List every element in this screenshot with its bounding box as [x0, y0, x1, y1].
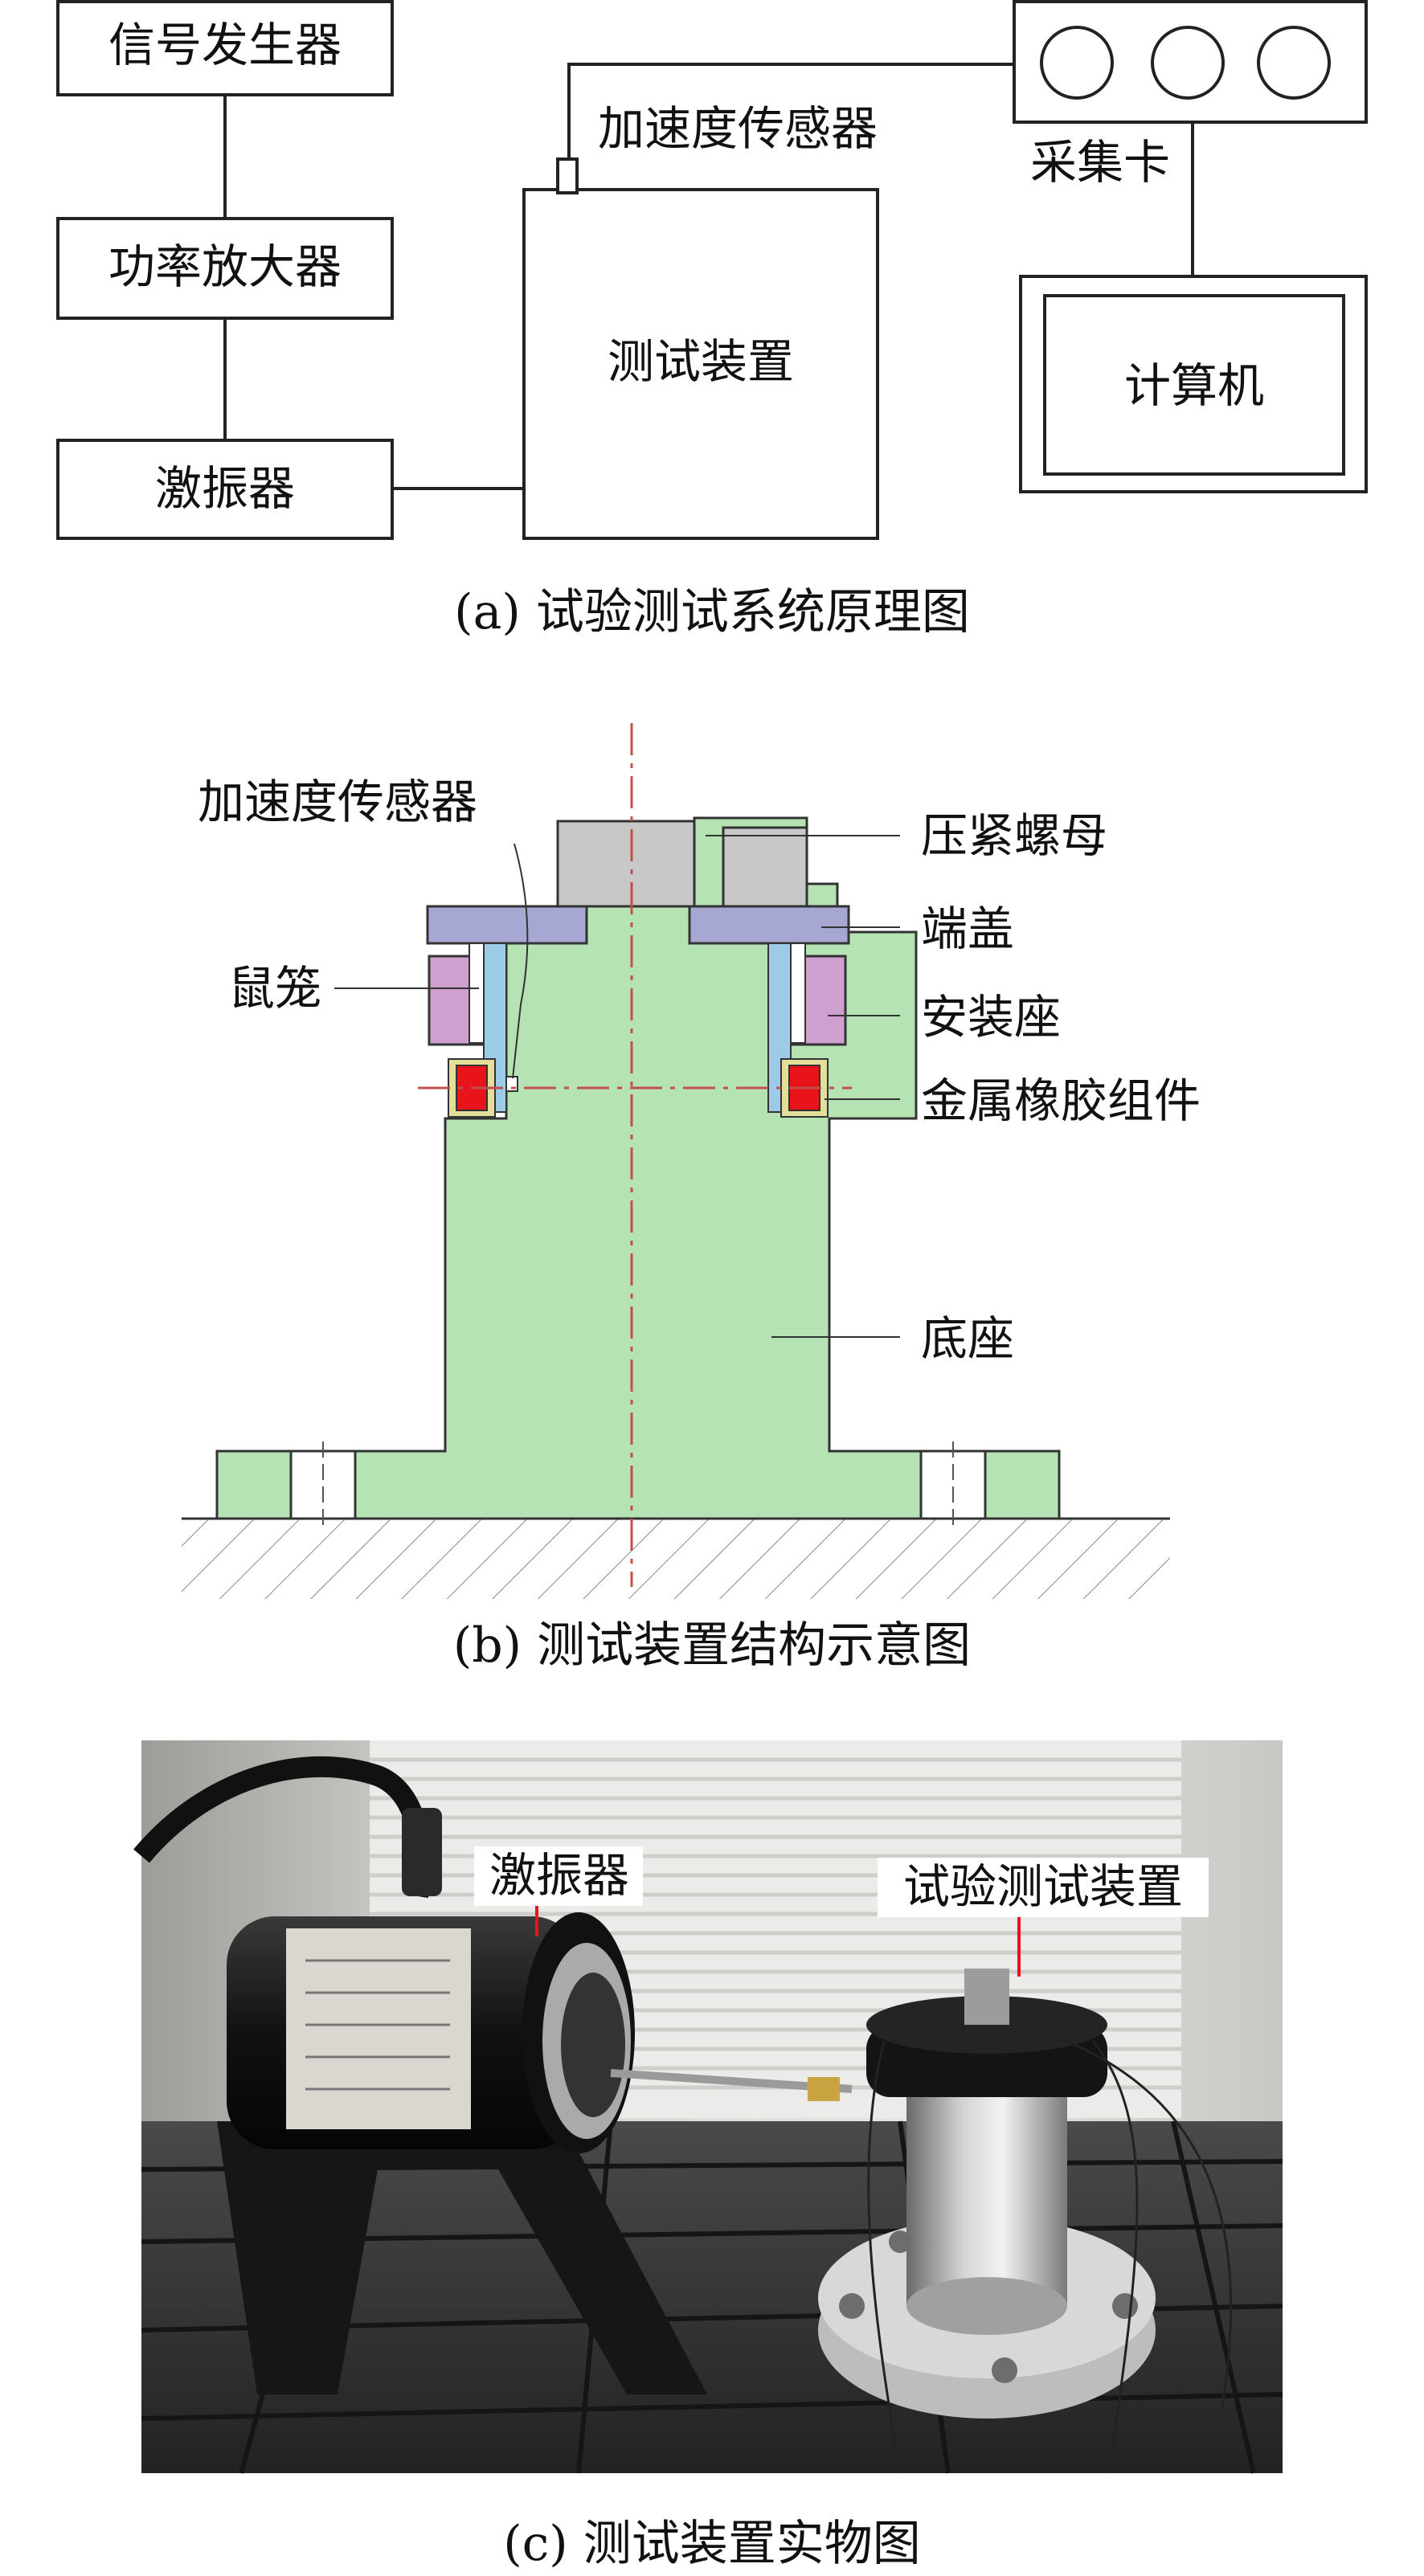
label-test-device: 测试装置 [608, 334, 794, 389]
caption-b: (b) 测试装置结构示意图 [453, 1617, 971, 1674]
label-exciter-photo: 激振器 [489, 1848, 629, 1903]
end-cap-right [688, 905, 850, 945]
lock-nut-left [556, 820, 696, 908]
label-exciter-box: 激振器 [155, 461, 295, 516]
label-daq-card: 采集卡 [1030, 135, 1170, 190]
box-test-device [522, 188, 879, 540]
caption-c: (c) 测试装置实物图 [503, 2516, 921, 2572]
cable-connector [402, 1808, 442, 1896]
daq-port-2 [1151, 26, 1225, 100]
panel-c-photo: 激振器 试验测试装置 [133, 1740, 1283, 2474]
flange-hole-right [919, 1450, 987, 1520]
label-mount-seat: 安装座 [921, 990, 1061, 1045]
sensor-wires [867, 2031, 1233, 2474]
cage-slot-right [790, 942, 806, 1044]
daq-port-1 [1040, 26, 1114, 100]
ground-hatch [182, 1519, 1170, 1599]
connector-sensor-daq [567, 63, 1014, 159]
leader-accelerometer [512, 843, 529, 1079]
box-daq-card [1013, 0, 1368, 124]
label-accelerometer-b: 加速度传感器 [198, 775, 477, 829]
cage-slot-left [469, 942, 485, 1044]
nameplate-lines [305, 1959, 450, 2091]
label-test-device-photo: 试验测试装置 [903, 1859, 1183, 1914]
rod-coupler [808, 2077, 840, 2101]
end-cap-left [426, 905, 588, 945]
panel-b-text: 加速度传感器 鼠笼 压紧螺母 端盖 安装座 金属橡胶组件 底座 (b) 测试装置… [198, 775, 1201, 1674]
label-power-amplifier: 功率放大器 [108, 239, 342, 294]
exciter-stand [217, 2121, 707, 2394]
box-exciter [56, 439, 394, 540]
computer-outer-frame [1019, 275, 1368, 493]
label-lock-nut: 压紧螺母 [921, 808, 1107, 863]
exciter-coil [561, 1973, 625, 2117]
exciter-nameplate [286, 1928, 471, 2129]
flange-hole-left [289, 1450, 357, 1520]
label-accelerometer-a: 加速度传感器 [598, 101, 878, 156]
daq-port-3 [1257, 26, 1331, 100]
column-foot [906, 2277, 1067, 2335]
box-signal-generator [56, 0, 394, 96]
label-computer: 计算机 [1124, 358, 1264, 413]
sensor-block [556, 157, 579, 194]
computer-screen [1043, 294, 1345, 476]
label-signal-generator: 信号发生器 [108, 18, 342, 72]
label-end-cap: 端盖 [921, 902, 1014, 956]
label-metal-rubber: 金属橡胶组件 [921, 1073, 1201, 1128]
device-nut [964, 1969, 1009, 2025]
panel-b-structure [182, 723, 1170, 1599]
label-bg-exciter [474, 1846, 643, 1906]
box-power-amplifier [56, 217, 394, 320]
label-bg-test-device [878, 1858, 1209, 1917]
panel-a-text: 信号发生器 功率放大器 激振器 测试装置 计算机 加速度传感器 采集卡 (a) … [108, 18, 1264, 640]
device-column [906, 2089, 1067, 2306]
label-base: 底座 [921, 1311, 1014, 1366]
panel-a-schematic [56, 0, 1368, 540]
caption-a: (a) 试验测试系统原理图 [454, 584, 970, 640]
label-squirrel-cage: 鼠笼 [228, 961, 321, 1016]
